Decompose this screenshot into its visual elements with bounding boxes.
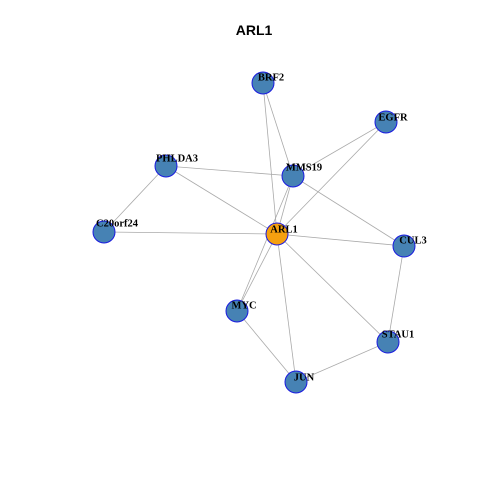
edge-arl1-egfr — [276, 121, 387, 235]
node-label-c20orf24: C20orf24 — [96, 218, 139, 229]
node-mms19 — [281, 164, 305, 188]
edge-myc-jun — [236, 310, 297, 383]
node-label-myc: MYC — [231, 300, 256, 311]
edges-layer — [103, 82, 405, 383]
nodes-layer — [92, 71, 416, 394]
edge-mms19-cul3 — [292, 175, 405, 247]
edge-arl1-myc — [236, 233, 278, 312]
node-label-mms19: MMS19 — [286, 162, 322, 173]
edge-brf2-mms19 — [262, 82, 294, 177]
node-c20orf24 — [92, 220, 116, 244]
edge-arl1-jun — [276, 233, 297, 383]
node-stau1 — [376, 330, 400, 354]
edge-mms19-myc — [236, 175, 294, 312]
node-egfr — [374, 110, 398, 134]
edge-stau1-jun — [295, 341, 389, 383]
node-phlda3 — [154, 154, 178, 178]
node-brf2 — [251, 71, 275, 95]
node-cul3 — [392, 234, 416, 258]
edge-egfr-mms19 — [292, 121, 387, 177]
node-label-brf2: BRF2 — [258, 72, 284, 83]
edge-arl1-c20orf24 — [103, 231, 278, 235]
node-myc — [225, 299, 249, 323]
node-arl1 — [265, 222, 289, 246]
edge-phlda3-c20orf24 — [103, 165, 167, 233]
edge-cul3-stau1 — [387, 245, 405, 343]
node-label-arl1: ARL1 — [270, 224, 297, 235]
edge-arl1-cul3 — [276, 233, 405, 247]
node-label-cul3: CUL3 — [399, 235, 426, 246]
node-jun — [284, 370, 308, 394]
edge-arl1-phlda3 — [165, 165, 278, 235]
edge-arl1-stau1 — [276, 233, 389, 343]
diagram-title: ARL1 — [236, 22, 273, 38]
edge-arl1-brf2 — [262, 82, 278, 235]
node-label-egfr: EGFR — [378, 112, 408, 123]
node-label-stau1: STAU1 — [382, 329, 414, 340]
edge-phlda3-mms19 — [165, 165, 294, 177]
node-label-phlda3: PHLDA3 — [156, 153, 198, 164]
node-label-jun: JUN — [294, 372, 315, 383]
